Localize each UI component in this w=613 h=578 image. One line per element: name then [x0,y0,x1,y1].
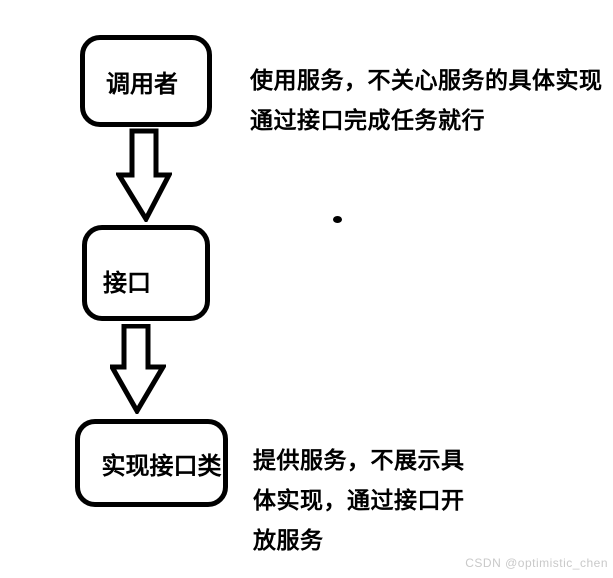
stray-ink-dot [333,216,342,223]
watermark: CSDN @optimistic_chen [465,556,608,570]
node-interface: 接口 [82,225,210,321]
block-arrow-down-icon [116,128,172,222]
note-line: 通过接口完成任务就行 [250,107,485,133]
implementation-note: 提供服务，不展示具 体实现，通过接口开 放服务 [253,440,465,560]
node-interface-label: 接口 [103,269,151,297]
node-caller-label: 调用者 [106,70,178,98]
note-line: 放服务 [253,527,324,553]
node-caller: 调用者 [80,35,212,127]
note-line: 提供服务，不展示具 [253,447,465,473]
note-line: 使用服务，不关心服务的具体实现 [250,67,603,93]
block-arrow-down-icon [110,324,166,414]
node-implementation: 实现接口类 [75,419,228,507]
note-line: 体实现，通过接口开 [253,487,465,513]
node-implementation-label: 实现接口类 [101,452,222,480]
caller-note: 使用服务，不关心服务的具体实现 通过接口完成任务就行 [250,60,603,140]
